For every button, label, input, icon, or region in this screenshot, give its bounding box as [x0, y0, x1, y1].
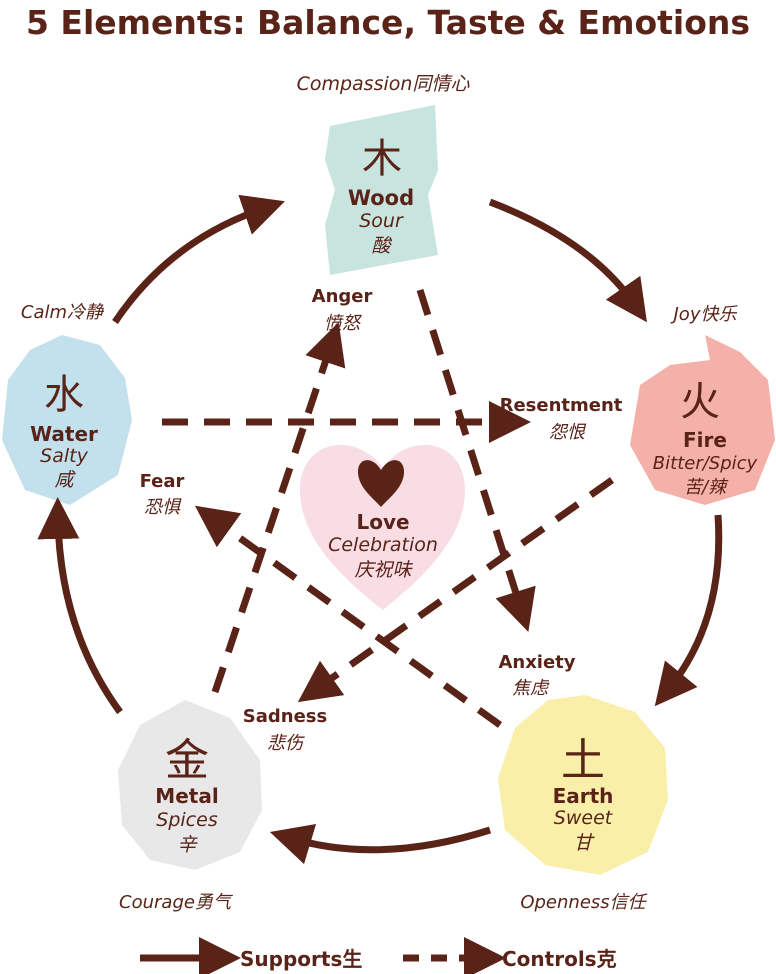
- fire-shape: [630, 335, 775, 505]
- earth-name: Earth: [553, 784, 614, 808]
- wood-taste-cn: 酸: [371, 235, 392, 257]
- controls-arrow-wood-earth: [416, 288, 536, 633]
- fire-taste: Bitter/Spicy: [653, 453, 758, 474]
- supports-arrow-fire-earth: [654, 514, 723, 707]
- wood-name: Wood: [348, 186, 414, 210]
- supports-arrow-earth-metal: [269, 823, 492, 865]
- emotion-anxiety-cn: 焦虑: [512, 678, 550, 699]
- earth-glyph: 土: [561, 735, 605, 786]
- earth-shape: [498, 695, 668, 875]
- legend-supports-label: Supports生: [240, 947, 362, 971]
- wood-shape: [325, 105, 438, 275]
- legend-controls-label: Controls克: [502, 947, 617, 971]
- emotion-resentment: Resentment: [500, 395, 623, 416]
- emotion-anger: Anger: [312, 286, 373, 307]
- water-taste: Salty: [40, 445, 88, 467]
- water-element: 水 Water Salty 咸 Calm冷静: [21, 302, 105, 491]
- wood-glyph: 木: [362, 136, 402, 182]
- earth-taste-cn: 甘: [573, 832, 595, 854]
- emotion-sadness-cn: 悲伤: [267, 733, 305, 754]
- earth-element: 土 Earth Sweet 甘 Openness信任: [520, 735, 647, 913]
- emotion-anxiety: Anxiety: [498, 652, 575, 673]
- earth-taste: Sweet: [554, 807, 614, 829]
- metal-taste: Spices: [156, 809, 218, 831]
- fire-element: 火 Fire Bitter/Spicy 苦/辣 Joy快乐: [653, 304, 758, 498]
- fire-name: Fire: [683, 428, 727, 452]
- supports-arrow-wood-fire: [488, 198, 647, 323]
- water-glyph: 水: [44, 372, 84, 418]
- love-center: Love Celebration 庆祝味: [328, 510, 438, 581]
- wood-element: 木 Wood Sour 酸 Compassion同情心: [297, 73, 471, 257]
- wood-taste: Sour: [359, 210, 404, 232]
- love-name: Love: [356, 510, 409, 534]
- heart-icon: [357, 460, 405, 507]
- emotion-fear-cn: 恐惧: [144, 497, 182, 518]
- fire-glyph: 火: [680, 379, 720, 425]
- water-virtue: Calm冷静: [21, 302, 105, 323]
- metal-taste-cn: 辛: [177, 834, 198, 856]
- wood-virtue: Compassion同情心: [297, 73, 471, 95]
- metal-name: Metal: [155, 784, 218, 808]
- love-sub: Celebration: [328, 534, 438, 556]
- emotion-sadness: Sadness: [243, 706, 327, 727]
- earth-virtue: Openness信任: [520, 892, 647, 913]
- water-taste-cn: 咸: [54, 469, 76, 491]
- emotion-fear: Fear: [140, 471, 185, 492]
- metal-glyph: 金: [165, 735, 209, 786]
- emotion-anger-cn: 愤怒: [324, 313, 362, 334]
- controls-arrow-fire-metal: [297, 477, 615, 703]
- love-heart-shape: [300, 444, 465, 610]
- fire-taste-cn: 苦/辣: [684, 477, 729, 498]
- supports-arrow-water-wood: [112, 194, 285, 324]
- love-sub-cn: 庆祝味: [354, 559, 413, 581]
- water-shape: [2, 335, 132, 505]
- fire-virtue: Joy快乐: [671, 304, 739, 325]
- page-title: 5 Elements: Balance, Taste & Emotions: [26, 3, 750, 42]
- emotion-resentment-cn: 怨恨: [549, 422, 587, 443]
- metal-element: 金 Metal Spices 辛 Courage勇气: [119, 735, 233, 913]
- supports-arrow-metal-water: [37, 497, 123, 715]
- metal-virtue: Courage勇气: [119, 892, 233, 913]
- legend: Supports生 Controls克: [140, 937, 617, 974]
- controls-arrow-metal-wood: [211, 322, 346, 694]
- metal-shape: [118, 700, 262, 870]
- water-name: Water: [30, 422, 98, 446]
